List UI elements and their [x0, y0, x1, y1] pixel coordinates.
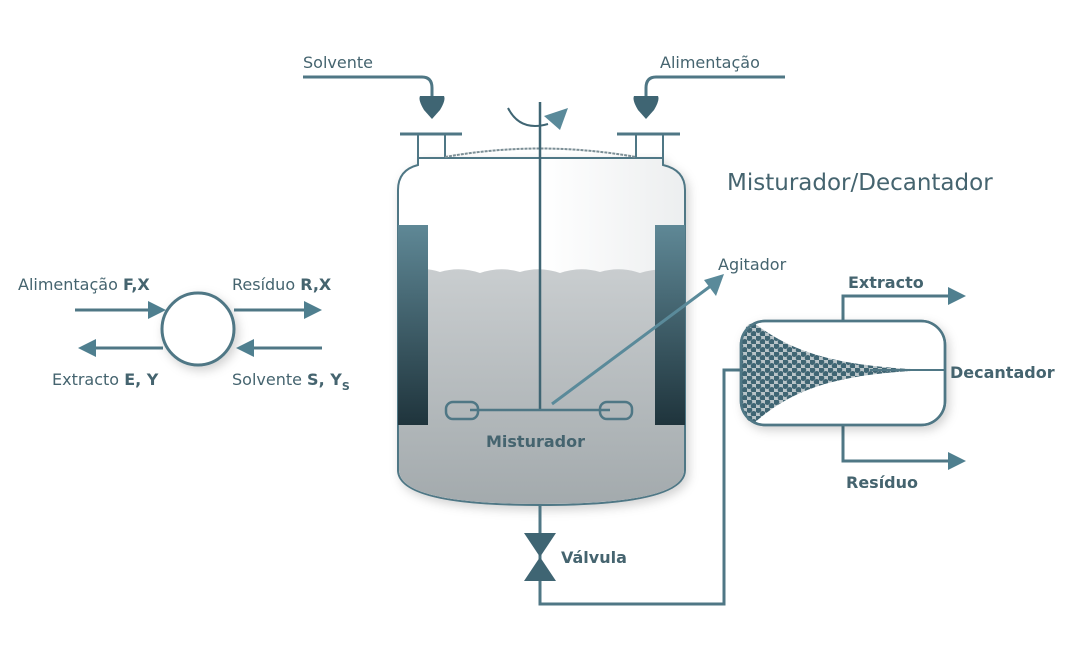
pointer-arrow-icon — [704, 274, 724, 296]
arrow-left-icon — [236, 339, 254, 357]
residue-label: Resíduo — [846, 473, 918, 492]
extractor-circle — [160, 291, 236, 367]
agitator-pointer — [551, 283, 713, 406]
inlet-arrow-icon — [419, 96, 445, 119]
agitator — [444, 102, 634, 421]
baffle-left — [398, 225, 428, 425]
arrow-right-icon — [948, 452, 966, 470]
solvent-label: Solvente — [303, 53, 373, 72]
extract-label: Extracto — [848, 273, 924, 292]
valve-icon — [524, 533, 556, 581]
feed-label: Alimentação — [660, 53, 760, 72]
arrow-right-icon — [148, 301, 166, 319]
valve-label: Válvula — [561, 548, 627, 567]
extraction-schematic: Alimentação F,X Resíduo R,X Extracto E, … — [18, 275, 350, 393]
arrow-left-icon — [78, 339, 96, 357]
liquid — [399, 269, 684, 504]
mixer-label: Misturador — [486, 432, 585, 451]
agitator-label: Agitador — [718, 255, 787, 274]
arrow-right-icon — [948, 287, 966, 305]
inlet-arrow-icon — [633, 96, 659, 119]
feed-inlet: Alimentação — [633, 53, 785, 119]
decanter — [739, 287, 966, 470]
schematic-residue-label: Resíduo R,X — [232, 275, 332, 294]
decanter-label: Decantador — [950, 363, 1055, 382]
schematic-feed-label: Alimentação F,X — [18, 275, 150, 294]
rotation-arrow-icon — [544, 108, 568, 130]
arrow-right-icon — [304, 301, 322, 319]
tank-neck — [400, 132, 680, 165]
schematic-extract-label: Extracto E, Y — [52, 370, 159, 389]
solvent-inlet: Solvente — [303, 53, 445, 119]
diagram-title: Misturador/Decantador — [727, 170, 993, 196]
schematic-solvent-label: Solvente S, YS — [232, 370, 350, 393]
